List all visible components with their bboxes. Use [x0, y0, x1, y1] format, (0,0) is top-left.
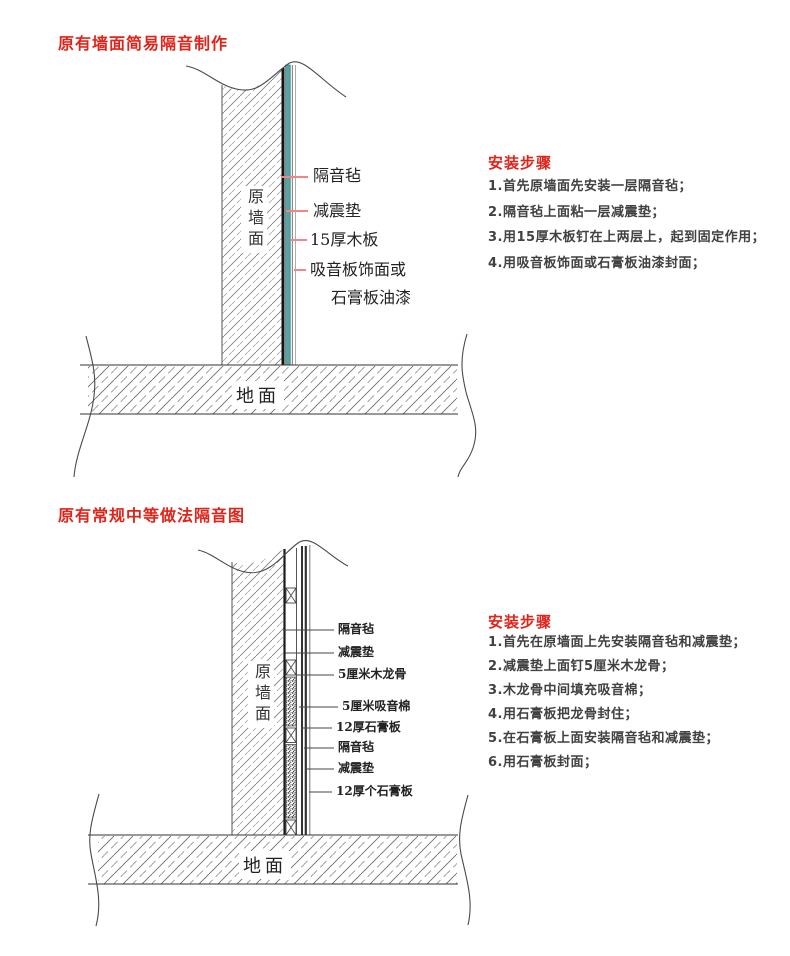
- diagram2-keel-boxes: [285, 587, 297, 836]
- section1-steps-title: 安装步骤: [488, 154, 553, 172]
- section1-layer-label-board: 15厚木板: [309, 230, 380, 249]
- section2-layer-label-gypsum1: 12厚石膏板: [335, 720, 402, 735]
- section2-steps: 1.首先在原墙面上先安装隔音毡和减震垫； 2.减震垫上面钉5厘米木龙骨； 3.木…: [488, 631, 746, 775]
- section2-layer-label-damper2: 减震垫: [337, 761, 376, 776]
- diagram1-break-curve: [185, 61, 347, 98]
- step-item: 5.在石膏板上面安装隔音毡和减震垫；: [488, 731, 719, 746]
- section2-layer-label-cotton: 5厘米吸音棉: [341, 699, 412, 714]
- step-item: 2.隔音毡上面粘一层减震垫；: [488, 204, 665, 220]
- section1-layer-label-finish-line2: 石膏板油漆: [330, 288, 413, 307]
- diagram1-layers: [281, 64, 296, 366]
- step-item: 4.用石膏板把龙骨封住；: [488, 707, 638, 722]
- section2-layer-label-gypsum2: 12厚个石膏板: [335, 784, 414, 799]
- diagram2-leader-lines: [283, 629, 338, 793]
- section2-layer-label-keel: 5厘米木龙骨: [337, 667, 408, 682]
- section2-wall-label: 原墙面: [248, 661, 274, 728]
- section1-wall-label: 原墙面: [241, 186, 267, 253]
- step-item: 3.用15厚木板钉在上两层上，起到固定作用；: [488, 230, 766, 245]
- section1-layer-label-felt: 隔音毡: [312, 166, 363, 185]
- section1-floor-label: 地面: [232, 381, 284, 409]
- section1-title: 原有墙面简易隔音制作: [58, 34, 229, 53]
- step-item: 4.用吸音板饰面或石膏板油漆封面；: [488, 255, 706, 271]
- diagram2-layers: [283, 545, 311, 835]
- step-item: 3.木龙骨中间填充吸音棉；: [488, 683, 652, 698]
- diagram2-insulation: [285, 676, 297, 819]
- section2-steps-title: 安装步骤: [488, 613, 553, 631]
- section1-layer-label-finish-line1: 吸音板饰面或: [309, 260, 408, 279]
- diagram1-leader-lines: [281, 176, 308, 271]
- section1-steps: 1.首先原墙面先安装一层隔音毡； 2.隔音毡上面粘一层减震垫； 3.用15厚木板…: [488, 174, 765, 276]
- section2-layer-label-felt2: 隔音毡: [337, 740, 376, 755]
- step-item: 2.减震垫上面钉5厘米木龙骨；: [488, 659, 675, 674]
- diagram2-break-curve: [197, 540, 349, 574]
- step-item: 1.首先在原墙面上先安装隔音毡和减震垫；: [488, 635, 746, 650]
- step-item: 1.首先原墙面先安装一层隔音毡；: [488, 179, 692, 194]
- step-item: 6.用石膏板封面；: [488, 755, 598, 770]
- section2-title: 原有常规中等做法隔音图: [58, 506, 246, 525]
- section2-layer-label-damper1: 减震垫: [337, 645, 376, 660]
- section2-floor-label: 地面: [239, 851, 291, 879]
- section2-layer-label-felt1: 隔音毡: [337, 622, 376, 637]
- section1-layer-label-damper: 减震垫: [312, 201, 363, 220]
